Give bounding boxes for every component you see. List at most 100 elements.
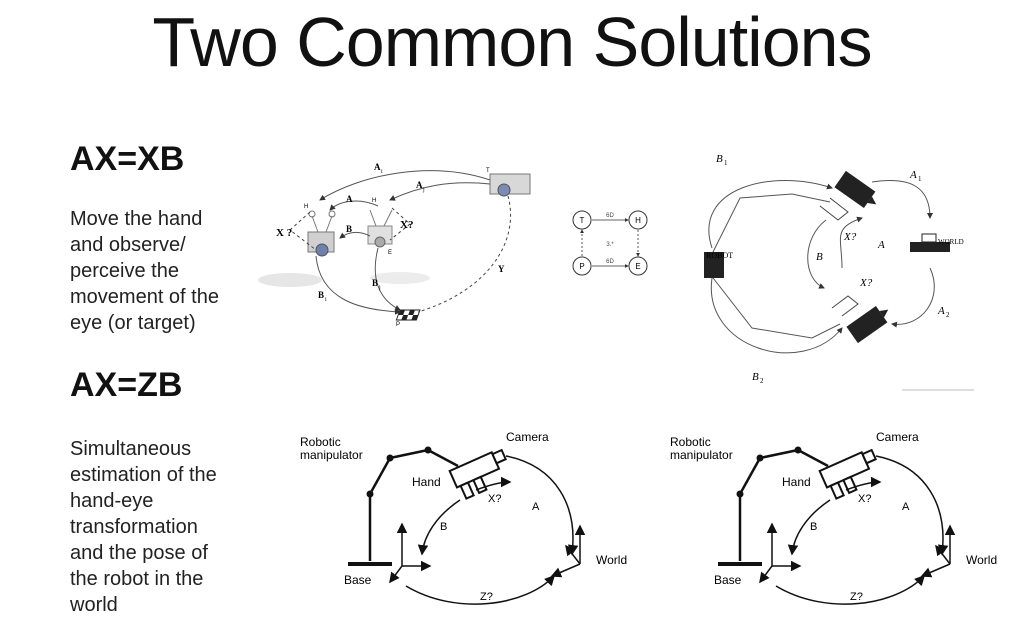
arrow-z [775,574,926,605]
label-subscript: i [381,169,383,175]
label-h: H [372,198,376,204]
description-line: Move the hand [70,208,203,230]
shadow [370,272,430,284]
equation-axzb: AX=ZB [70,366,183,404]
label-z: Z? [850,591,863,603]
label-base: Base [714,573,742,587]
edge-label-top: 6D [606,213,614,219]
description-line: the robot in the [70,568,204,590]
label-robotic: Robotic [670,435,711,449]
description-line: and the pose of [70,542,208,564]
label-robotic: Robotic [300,435,341,449]
label-world: World [596,553,627,567]
dashed-link-x [389,207,411,241]
description-line: estimation of the [70,464,217,486]
arrow-b-i [315,255,401,315]
graph-node [628,256,648,276]
node-label-p: P [579,262,584,271]
world-base [910,242,950,252]
description-axxb: Move the hand and observe/ perceive the … [70,206,270,336]
label-x: X? [488,493,501,505]
base-frame [759,522,802,584]
label-world: WORLD [938,238,964,246]
robot-arm [738,448,829,561]
label-base: Base [344,573,372,587]
hand-camera-icon [448,448,508,500]
label-b-i: B [318,290,324,300]
label-subscript: 1 [724,159,728,167]
equation-axxb: AX=XB [70,140,185,178]
label-subscript: 2 [946,311,950,319]
label-a2: A [937,305,945,317]
checkerboard-icon [395,309,421,321]
label-a1: A [909,169,917,181]
graph-node [628,210,648,230]
arrow-b-j [374,247,401,311]
label-t: T [486,168,490,174]
arrow-b1 [708,180,833,249]
label-b: B [440,521,447,533]
label-p: P [396,322,400,328]
gripper [819,197,849,221]
label-a: A [346,194,353,204]
label-b-j: B [372,278,378,288]
label-a: A [902,501,910,513]
label-hand: Hand [412,475,441,489]
label-h: H [304,204,308,210]
label-y: Y [498,264,505,274]
camera-icon [489,173,531,197]
gripper [831,295,859,317]
arrow-a-i [319,170,491,201]
world-frame [920,524,956,578]
arrow-a2 [891,267,935,328]
arrow-z [405,574,556,605]
graph-node [572,256,592,276]
label-a: A [877,239,885,251]
arrow-b [807,219,827,289]
arrow-b [787,499,831,556]
dashed-link-y [417,195,512,313]
arrow-b [339,231,371,239]
hand-camera-icon [307,210,336,257]
dashed-link-x [289,211,317,251]
camera-icon [846,306,889,344]
label-hand: Hand [782,475,811,489]
base-frame [389,522,432,584]
joint [386,454,394,462]
robot-arm [709,273,841,339]
node-label-h: H [635,216,641,225]
description-line: eye (or target) [70,312,196,334]
world-marker [921,233,937,243]
description-line: world [70,594,118,616]
arrow-a [875,455,949,556]
label-subscript: i [325,297,327,303]
arrow-a1 [871,180,933,219]
description-axzb: Simultaneous estimation of the hand-eye … [70,436,270,618]
label-x-right: X? [400,219,413,231]
joint [736,490,744,498]
robot-arm [709,193,831,259]
arrow-b [417,499,461,556]
robot-arm [368,448,459,561]
description-line: and observe/ [70,234,186,256]
arrow-x [845,476,882,491]
label-b2: B [752,371,759,383]
camera-calibration-figure: A i A j T H H A X ? X? B E B i B j Y P [258,162,531,328]
label-camera: Camera [876,430,919,444]
arrow-a-j [389,182,491,201]
label-world: World [966,553,997,567]
label-e: E [388,250,392,256]
arrow-a [329,200,379,211]
description-line: transformation [70,516,198,538]
label-subscript: j [378,285,381,291]
page-title: Two Common Solutions [152,3,872,81]
node-label-t: T [580,216,585,225]
joint [424,446,432,454]
joint [794,446,802,454]
label-a-i: A [374,162,381,172]
label-x-bottom: X? [859,277,873,289]
arrow-a [505,455,579,556]
edge-label-middle: 3.* [606,242,614,248]
joint [366,490,374,498]
label-b: B [346,224,352,234]
